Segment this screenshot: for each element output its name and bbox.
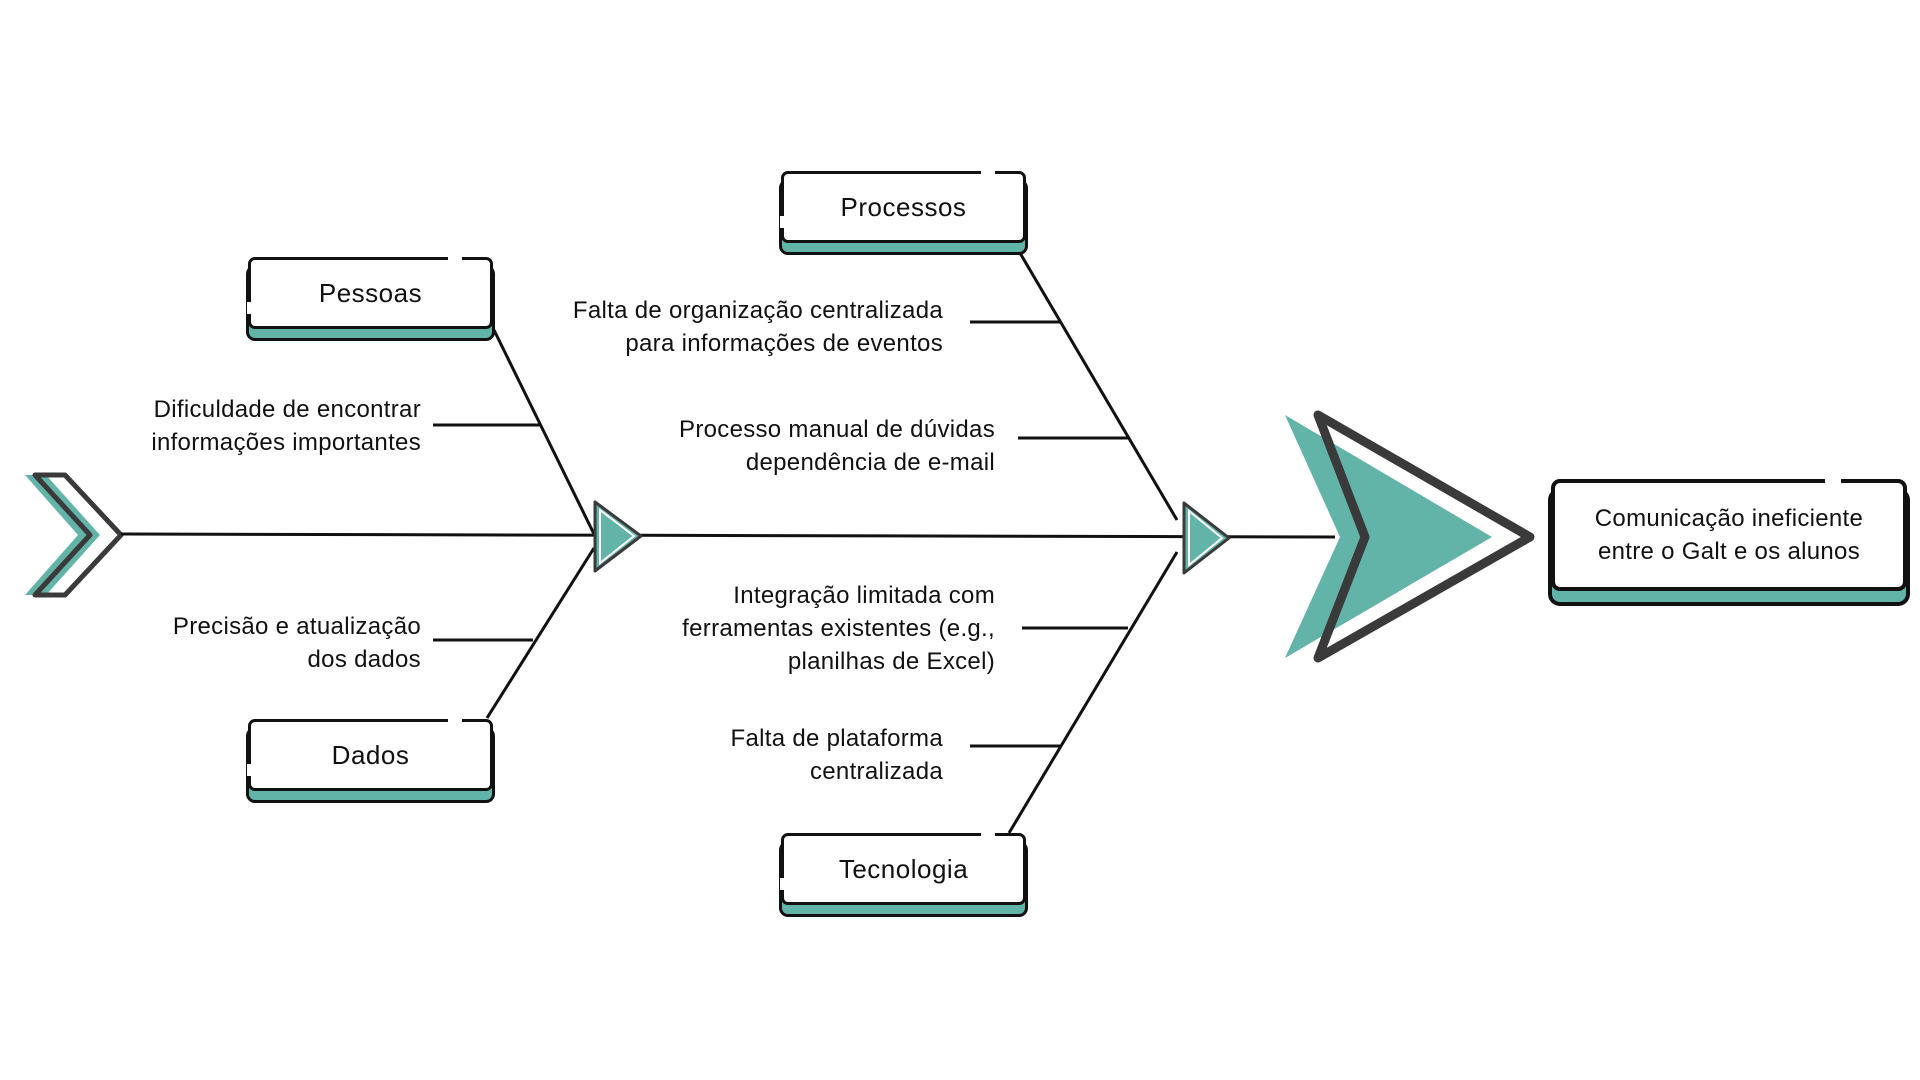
category-tecnologia-label: Tecnologia <box>838 853 969 884</box>
effect-box: Comunicação ineficiente entre o Galt e o… <box>1551 478 1907 591</box>
cause-processos-1: Falta de organização centralizada para i… <box>572 297 943 357</box>
cause-dados-1: Precisão e atualização dos dados <box>172 613 421 673</box>
bone-tecnologia <box>1007 551 1179 834</box>
category-pessoas-label: Pessoas <box>318 277 423 308</box>
category-tecnologia: Tecnologia <box>780 832 1026 905</box>
bone-pessoas <box>492 329 596 535</box>
category-dados: Dados <box>247 718 493 791</box>
joint-right-triangle-icon <box>1182 501 1231 575</box>
cause-pessoas-1: Dificuldade de encontrar informações imp… <box>151 396 421 456</box>
category-processos: Processos <box>780 170 1026 243</box>
head-arrow-icon <box>1285 410 1535 663</box>
effect-label: Comunicação ineficiente entre o Galt e o… <box>1594 505 1864 565</box>
category-dados-label: Dados <box>331 739 410 770</box>
cause-processos-2: Processo manual de dúvidas dependência d… <box>679 416 995 476</box>
cause-tecnologia-2: Falta de plataforma centralizada <box>730 725 943 785</box>
category-pessoas: Pessoas <box>247 256 493 329</box>
bone-processos <box>1018 252 1179 521</box>
bone-dados <box>485 547 596 719</box>
joint-left-triangle-icon <box>593 500 643 573</box>
cause-tecnologia-1: Integração limitada com ferramentas exis… <box>682 582 995 675</box>
spine-line <box>120 532 1336 539</box>
tail-chevron-icon <box>25 472 124 598</box>
category-processos-label: Processos <box>840 191 967 222</box>
